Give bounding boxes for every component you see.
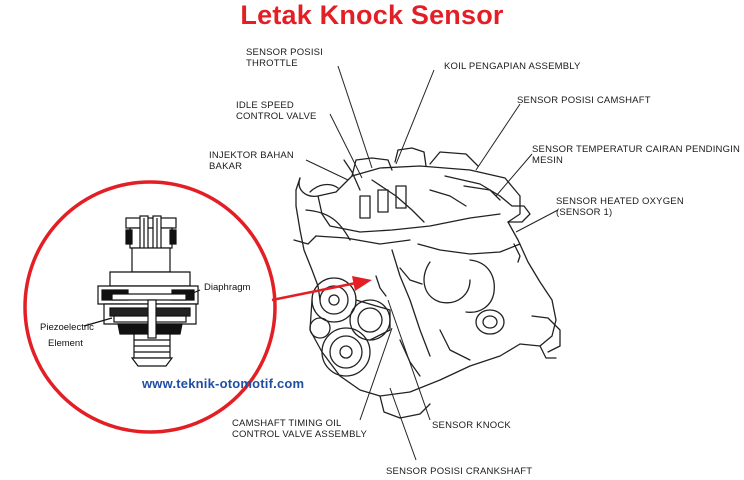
label-sensor-knock: SENSOR KNOCK [432, 420, 511, 431]
leader-lines [305, 65, 559, 461]
red-arrow [271, 276, 372, 302]
label-sensor-temperatur-cairan-pendingin-mesin: SENSOR TEMPERATUR CAIRAN PENDINGIN MESIN [532, 144, 741, 166]
inset-label-element: Element [48, 338, 83, 349]
website-url: www.teknik-otomotif.com [142, 376, 305, 391]
label-koil-pengapian-assembly: KOIL PENGAPIAN ASSEMBLY [444, 61, 581, 72]
inset-label-diaphragm: Diaphragm [204, 282, 251, 293]
label-camshaft-timing-oil-control-valve: CAMSHAFT TIMING OIL CONTROL VALVE ASSEMB… [232, 418, 367, 440]
label-idle-speed-control-valve: IDLE SPEED CONTROL VALVE [236, 100, 317, 122]
label-sensor-posisi-camshaft: SENSOR POSISI CAMSHAFT [517, 95, 651, 106]
inset-label-piezoelectric: Piezoelectric [40, 322, 94, 333]
label-injektor-bahan-bakar: INJEKTOR BAHAN BAKAR [209, 150, 294, 172]
page-title: Letak Knock Sensor [240, 0, 504, 30]
label-sensor-posisi-crankshaft: SENSOR POSISI CRANKSHAFT [386, 466, 533, 477]
label-sensor-posisi-throttle: SENSOR POSISI THROTTLE [246, 47, 324, 69]
engine-illustration [293, 147, 561, 419]
knock-sensor-illustration [83, 215, 201, 367]
label-sensor-heated-oxygen: SENSOR HEATED OXYGEN (SENSOR 1) [556, 196, 684, 218]
